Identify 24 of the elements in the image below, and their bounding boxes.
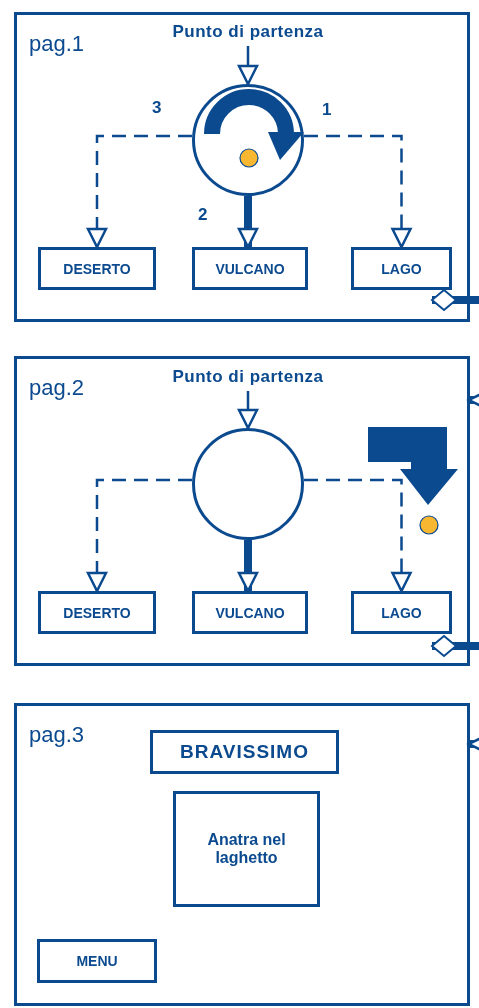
arrow xyxy=(86,478,192,593)
page-frame xyxy=(14,703,470,1006)
start-label: Punto di partenza xyxy=(140,367,356,391)
option-box: VULCANO xyxy=(192,591,308,634)
option-box: DESERTO xyxy=(38,591,156,634)
start-label: Punto di partenza xyxy=(140,22,356,46)
page-frame xyxy=(14,356,470,666)
screen-circle xyxy=(192,428,304,540)
option-box: LAGO xyxy=(351,591,452,634)
picture-box: Anatra nel laghetto xyxy=(173,791,320,907)
page-frame xyxy=(14,12,470,322)
menu-button: MENU xyxy=(37,939,157,983)
arrow xyxy=(237,391,259,430)
title-box: BRAVISSIMO xyxy=(150,730,339,774)
arrow xyxy=(86,134,192,249)
option-box: DESERTO xyxy=(38,247,156,290)
page-label: pag.1 xyxy=(29,31,85,57)
page-label: pag.2 xyxy=(29,375,85,401)
page-label: pag.3 xyxy=(29,722,85,748)
arrow xyxy=(237,46,259,86)
option-box: LAGO xyxy=(351,247,452,290)
arrow xyxy=(304,134,412,249)
arrow xyxy=(304,478,412,593)
option-box: VULCANO xyxy=(192,247,308,290)
